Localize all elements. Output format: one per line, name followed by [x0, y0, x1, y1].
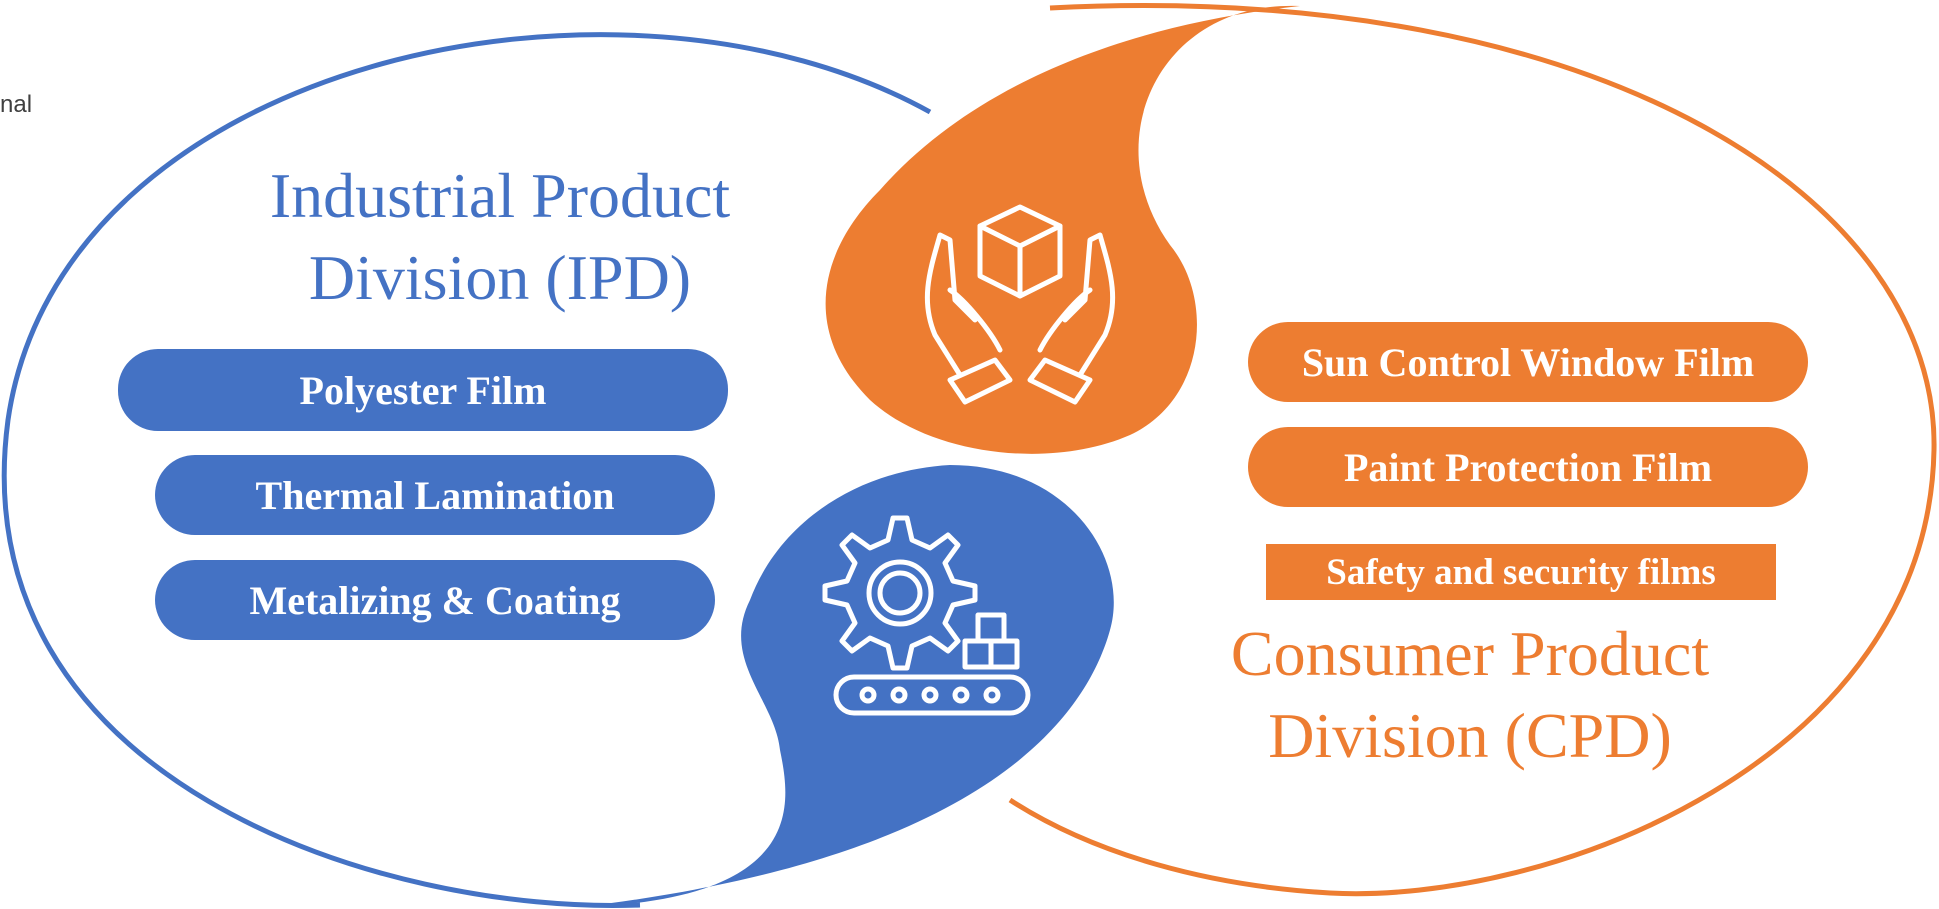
ipd-title-line2: Division (IPD)	[308, 242, 692, 313]
ipd-item-polyester-film: Polyester Film	[118, 349, 728, 431]
ipd-title-line1: Industrial Product	[269, 160, 731, 231]
cpd-title-line1: Consumer Product	[1230, 618, 1710, 689]
ipd-title: Industrial Product Division (IPD)	[200, 155, 800, 319]
clipped-edge-text: nal	[0, 91, 33, 118]
ipd-item-thermal-lamination: Thermal Lamination	[155, 455, 715, 535]
cpd-outline	[1008, 3, 1937, 897]
cpd-item-sun-control-window-film: Sun Control Window Film	[1248, 322, 1808, 402]
gear-conveyor-belt-icon	[822, 515, 1031, 716]
cpd-title-line2: Division (CPD)	[1268, 700, 1672, 771]
ipd-outline	[1, 32, 932, 909]
orange-teardrop	[825, 5, 1300, 454]
cpd-item-paint-protection-film: Paint Protection Film	[1248, 427, 1808, 507]
cpd-item-safety-security-films: Safety and security films	[1266, 544, 1776, 600]
hands-holding-box-icon	[924, 204, 1116, 405]
blue-teardrop	[580, 465, 1114, 907]
ipd-item-metalizing-coating: Metalizing & Coating	[155, 560, 715, 640]
cpd-title: Consumer Product Division (CPD)	[1170, 613, 1770, 777]
